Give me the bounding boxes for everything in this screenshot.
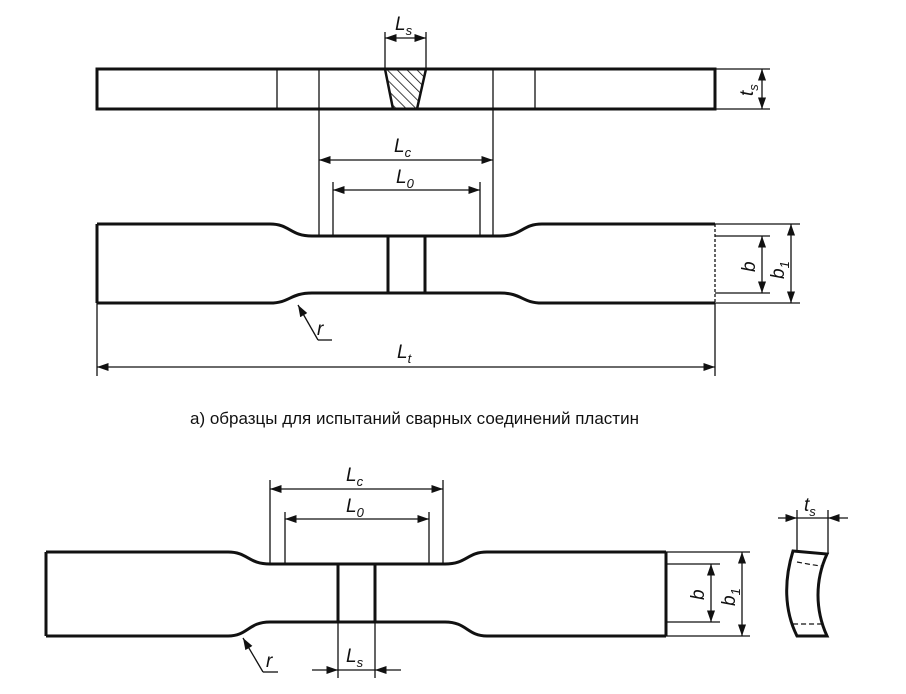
pipe-cross-section: [785, 549, 830, 638]
bottom-l0-subscript: 0: [357, 505, 365, 520]
bottom-lc-subscript: c: [357, 474, 364, 489]
svg-text:L0: L0: [346, 496, 365, 520]
bottom-ts-label: t: [804, 495, 810, 516]
top-lt-subscript: t: [408, 351, 413, 366]
svg-text:L0: L0: [396, 167, 415, 191]
top-r-leader: r: [297, 304, 332, 341]
top-b1-subscript: 1: [777, 261, 792, 268]
top-plan-view: [95, 222, 716, 305]
top-l0-dimension: L0: [332, 167, 481, 236]
bottom-lc-label: L: [346, 465, 357, 486]
bottom-l0-dimension: L0: [284, 496, 430, 564]
svg-text:Lt: Lt: [397, 342, 413, 366]
bottom-b1-label: b: [719, 595, 740, 606]
bottom-ts-dimension: ts: [778, 495, 848, 554]
top-b-dimension: b: [715, 235, 770, 294]
bottom-l0-label: L: [346, 496, 357, 517]
top-r-label: r: [317, 319, 324, 340]
pipe-section-center-dash-top: [796, 561, 824, 567]
svg-text:Ls: Ls: [395, 14, 413, 38]
bottom-ls-label: L: [346, 646, 357, 667]
plan-view-specimen-outline: [95, 222, 715, 305]
svg-text:Lc: Lc: [394, 136, 412, 160]
top-ts-label: t: [737, 90, 758, 96]
top-ls-dimension: Ls: [384, 14, 427, 69]
bottom-plan-view: [44, 550, 668, 638]
pipe-specimen-outline: [44, 550, 668, 638]
top-ts-dimension: ts: [715, 68, 770, 110]
bottom-ts-subscript: s: [809, 504, 816, 519]
top-l0-label: L: [396, 167, 407, 188]
top-l0-subscript: 0: [407, 176, 415, 191]
svg-text:ts: ts: [804, 495, 816, 519]
top-lt-dimension: Lt: [96, 303, 716, 376]
top-lc-subscript: c: [405, 145, 412, 160]
svg-text:ts: ts: [737, 84, 761, 96]
bottom-lc-dimension: Lc: [269, 465, 444, 564]
top-lc-label: L: [394, 136, 405, 157]
svg-text:b1: b1: [719, 588, 743, 606]
pipe-section-outline: [785, 549, 830, 638]
bottom-ls-dimension: Ls: [312, 622, 401, 678]
bottom-ls-subscript: s: [357, 655, 364, 670]
top-b1-dimension: b1: [715, 223, 800, 304]
top-b-label: b: [739, 261, 760, 272]
top-b1-label: b: [768, 268, 789, 279]
top-side-view: [95, 67, 717, 111]
svg-text:Lc: Lc: [346, 465, 364, 489]
top-ls-subscript: s: [406, 23, 413, 38]
bottom-r-label: r: [266, 651, 273, 672]
svg-text:b1: b1: [768, 261, 792, 279]
top-ls-label: L: [395, 14, 406, 35]
top-lt-label: L: [397, 342, 408, 363]
bottom-r-leader: r: [242, 637, 278, 673]
bottom-b1-dimension: b1: [666, 551, 750, 637]
weld-section-hatched: [383, 67, 428, 111]
top-lc-dimension: Lc: [318, 109, 494, 236]
bottom-b-label: b: [688, 589, 709, 600]
top-ts-subscript: s: [746, 84, 761, 91]
svg-text:Ls: Ls: [346, 646, 364, 670]
bottom-b1-subscript: 1: [728, 588, 743, 595]
bottom-b-dimension: b: [666, 563, 720, 623]
caption-plate-specimens: а) образцы для испытаний сварных соедине…: [190, 409, 639, 428]
